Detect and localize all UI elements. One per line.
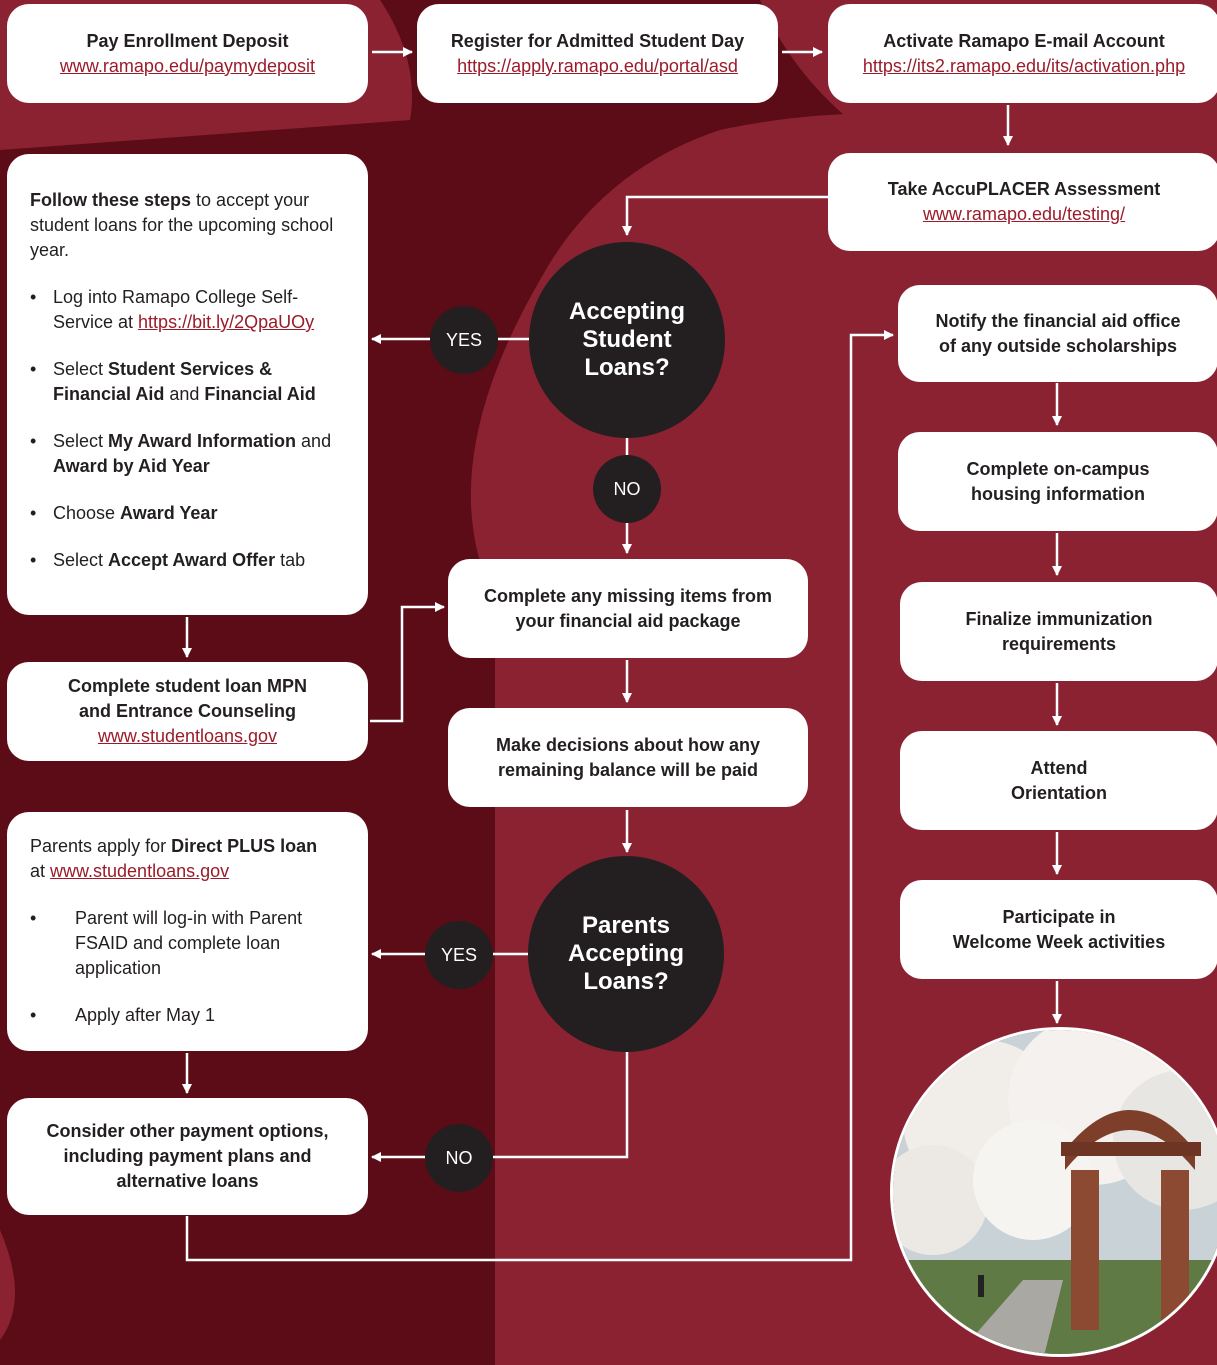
step-text: Select xyxy=(53,550,109,570)
step-text: Select xyxy=(53,359,109,379)
step-text: and xyxy=(296,431,332,451)
step-bold: Accept Award Offer xyxy=(108,550,276,570)
decision-student-loans: Accepting Student Loans? xyxy=(529,242,725,438)
list-item: Select My Award Information and Award by… xyxy=(30,429,348,479)
step-bold: My Award Information xyxy=(108,431,297,451)
no-label-student: NO xyxy=(593,455,661,523)
self-service-link[interactable]: https://bit.ly/2QpaUOy xyxy=(138,312,315,332)
other-options-line3: alternative loans xyxy=(116,1171,259,1191)
housing-line2: housing information xyxy=(971,483,1145,504)
decision-parent-loans: Parents Accepting Loans? xyxy=(528,856,724,1052)
pay-deposit-title: Pay Enrollment Deposit xyxy=(86,30,289,51)
scholarships-line1: Notify the financial aid office xyxy=(935,310,1181,331)
orientation-line2: Orientation xyxy=(1010,782,1107,803)
accuplacer-box: Take AccuPLACER Assessment www.ramapo.ed… xyxy=(828,153,1217,251)
step-bold: Financial Aid xyxy=(204,384,316,404)
studentloans-link[interactable]: www.studentloans.gov xyxy=(97,726,278,746)
loan-steps-box: Follow these steps to accept your studen… xyxy=(7,154,368,615)
list-item: Select Accept Award Offer tab xyxy=(30,548,348,573)
balance-line1: Make decisions about how any xyxy=(495,734,761,755)
decision-line: Loans? xyxy=(583,968,669,995)
other-options-box: Consider other payment options, includin… xyxy=(7,1098,368,1215)
mpn-line2: and Entrance Counseling xyxy=(78,701,297,721)
decision-line: Accepting xyxy=(568,298,685,325)
accuplacer-title: Take AccuPLACER Assessment xyxy=(887,179,1161,199)
missing-items-line2: your financial aid package xyxy=(515,610,741,631)
campus-arch-illustration xyxy=(893,1030,1217,1354)
missing-items-box: Complete any missing items from your fin… xyxy=(448,559,808,658)
admitted-day-box: Register for Admitted Student Day https:… xyxy=(417,4,778,103)
mpn-box: Complete student loan MPN and Entrance C… xyxy=(7,662,368,761)
orientation-box: Attend Orientation xyxy=(900,731,1217,830)
immunization-line1: Finalize immunization xyxy=(965,608,1153,629)
accuplacer-link[interactable]: www.ramapo.edu/testing/ xyxy=(922,204,1126,224)
plus-studentloans-link[interactable]: www.studentloans.gov xyxy=(50,861,230,881)
step-text: Log into Ramapo College Self-Service at xyxy=(53,287,299,332)
step-text: Select xyxy=(53,431,109,451)
plus-loan-box: Parents apply for Direct PLUS loan at ww… xyxy=(7,812,368,1051)
balance-line2: remaining balance will be paid xyxy=(497,759,759,780)
immunization-line2: requirements xyxy=(1001,633,1117,654)
immunization-box: Finalize immunization requirements xyxy=(900,582,1217,681)
pay-deposit-link[interactable]: www.ramapo.edu/paymydeposit xyxy=(59,55,316,76)
mpn-line1: Complete student loan MPN xyxy=(67,676,307,696)
list-item: Apply after May 1 xyxy=(30,1003,348,1028)
missing-items-line1: Complete any missing items from xyxy=(483,585,773,606)
list-item: Parent will log-in with Parent FSAID and… xyxy=(30,906,348,981)
decision-line: Student xyxy=(582,326,672,353)
list-item: Choose Award Year xyxy=(30,501,348,526)
admitted-day-title: Register for Admitted Student Day xyxy=(450,30,745,51)
loan-steps-intro-bold: Follow these steps xyxy=(30,190,192,210)
orientation-line1: Attend xyxy=(1030,757,1088,778)
step-text: tab xyxy=(275,550,306,570)
plus-intro-text: Parents apply for xyxy=(30,836,172,856)
list-item: Select Student Services & Financial Aid … xyxy=(30,357,348,407)
step-text: and xyxy=(164,384,205,404)
loan-steps-intro: Follow these steps to accept your studen… xyxy=(30,188,348,263)
plus-intro: Parents apply for Direct PLUS loan at ww… xyxy=(30,834,348,884)
email-activation-title: Activate Ramapo E-mail Account xyxy=(883,30,1165,51)
pay-deposit-box: Pay Enrollment Deposit www.ramapo.edu/pa… xyxy=(7,4,368,103)
decision-line: Loans? xyxy=(584,354,670,381)
decision-line: Accepting xyxy=(567,940,684,967)
yes-label-parent: YES xyxy=(425,921,493,989)
step-text: Choose xyxy=(53,503,121,523)
email-activation-link[interactable]: https://its2.ramapo.edu/its/activation.p… xyxy=(862,55,1186,76)
scholarships-box: Notify the financial aid office of any o… xyxy=(898,285,1217,382)
welcome-week-box: Participate in Welcome Week activities xyxy=(900,880,1217,979)
step-bold: Award Year xyxy=(120,503,218,523)
decision-line: Parents xyxy=(581,912,671,939)
scholarships-line2: of any outside scholarships xyxy=(938,335,1178,356)
housing-box: Complete on-campus housing information xyxy=(898,432,1217,531)
other-options-line2: including payment plans and xyxy=(63,1146,312,1166)
plus-at-text: at xyxy=(30,861,51,881)
other-options-line1: Consider other payment options, xyxy=(46,1121,329,1141)
welcome-line2: Welcome Week activities xyxy=(952,931,1166,952)
no-label-parent: NO xyxy=(425,1124,493,1192)
step-bold: Award by Aid Year xyxy=(53,456,210,476)
admitted-day-link[interactable]: https://apply.ramapo.edu/portal/asd xyxy=(457,55,738,76)
plus-intro-bold: Direct PLUS loan xyxy=(171,836,318,856)
loan-steps-list: Log into Ramapo College Self-Service at … xyxy=(30,285,348,573)
yes-label-student: YES xyxy=(430,306,498,374)
email-activation-box: Activate Ramapo E-mail Account https://i… xyxy=(828,4,1217,103)
welcome-line1: Participate in xyxy=(1002,906,1116,927)
list-item: Log into Ramapo College Self-Service at … xyxy=(30,285,348,335)
plus-list: Parent will log-in with Parent FSAID and… xyxy=(30,906,348,1028)
balance-box: Make decisions about how any remaining b… xyxy=(448,708,808,807)
step-bold: Student Services & Financial Aid xyxy=(53,359,273,404)
loan-steps-intro-text: to accept your student loans for the upc… xyxy=(30,190,334,260)
campus-arch-photo xyxy=(890,1027,1217,1357)
housing-line1: Complete on-campus xyxy=(966,458,1150,479)
